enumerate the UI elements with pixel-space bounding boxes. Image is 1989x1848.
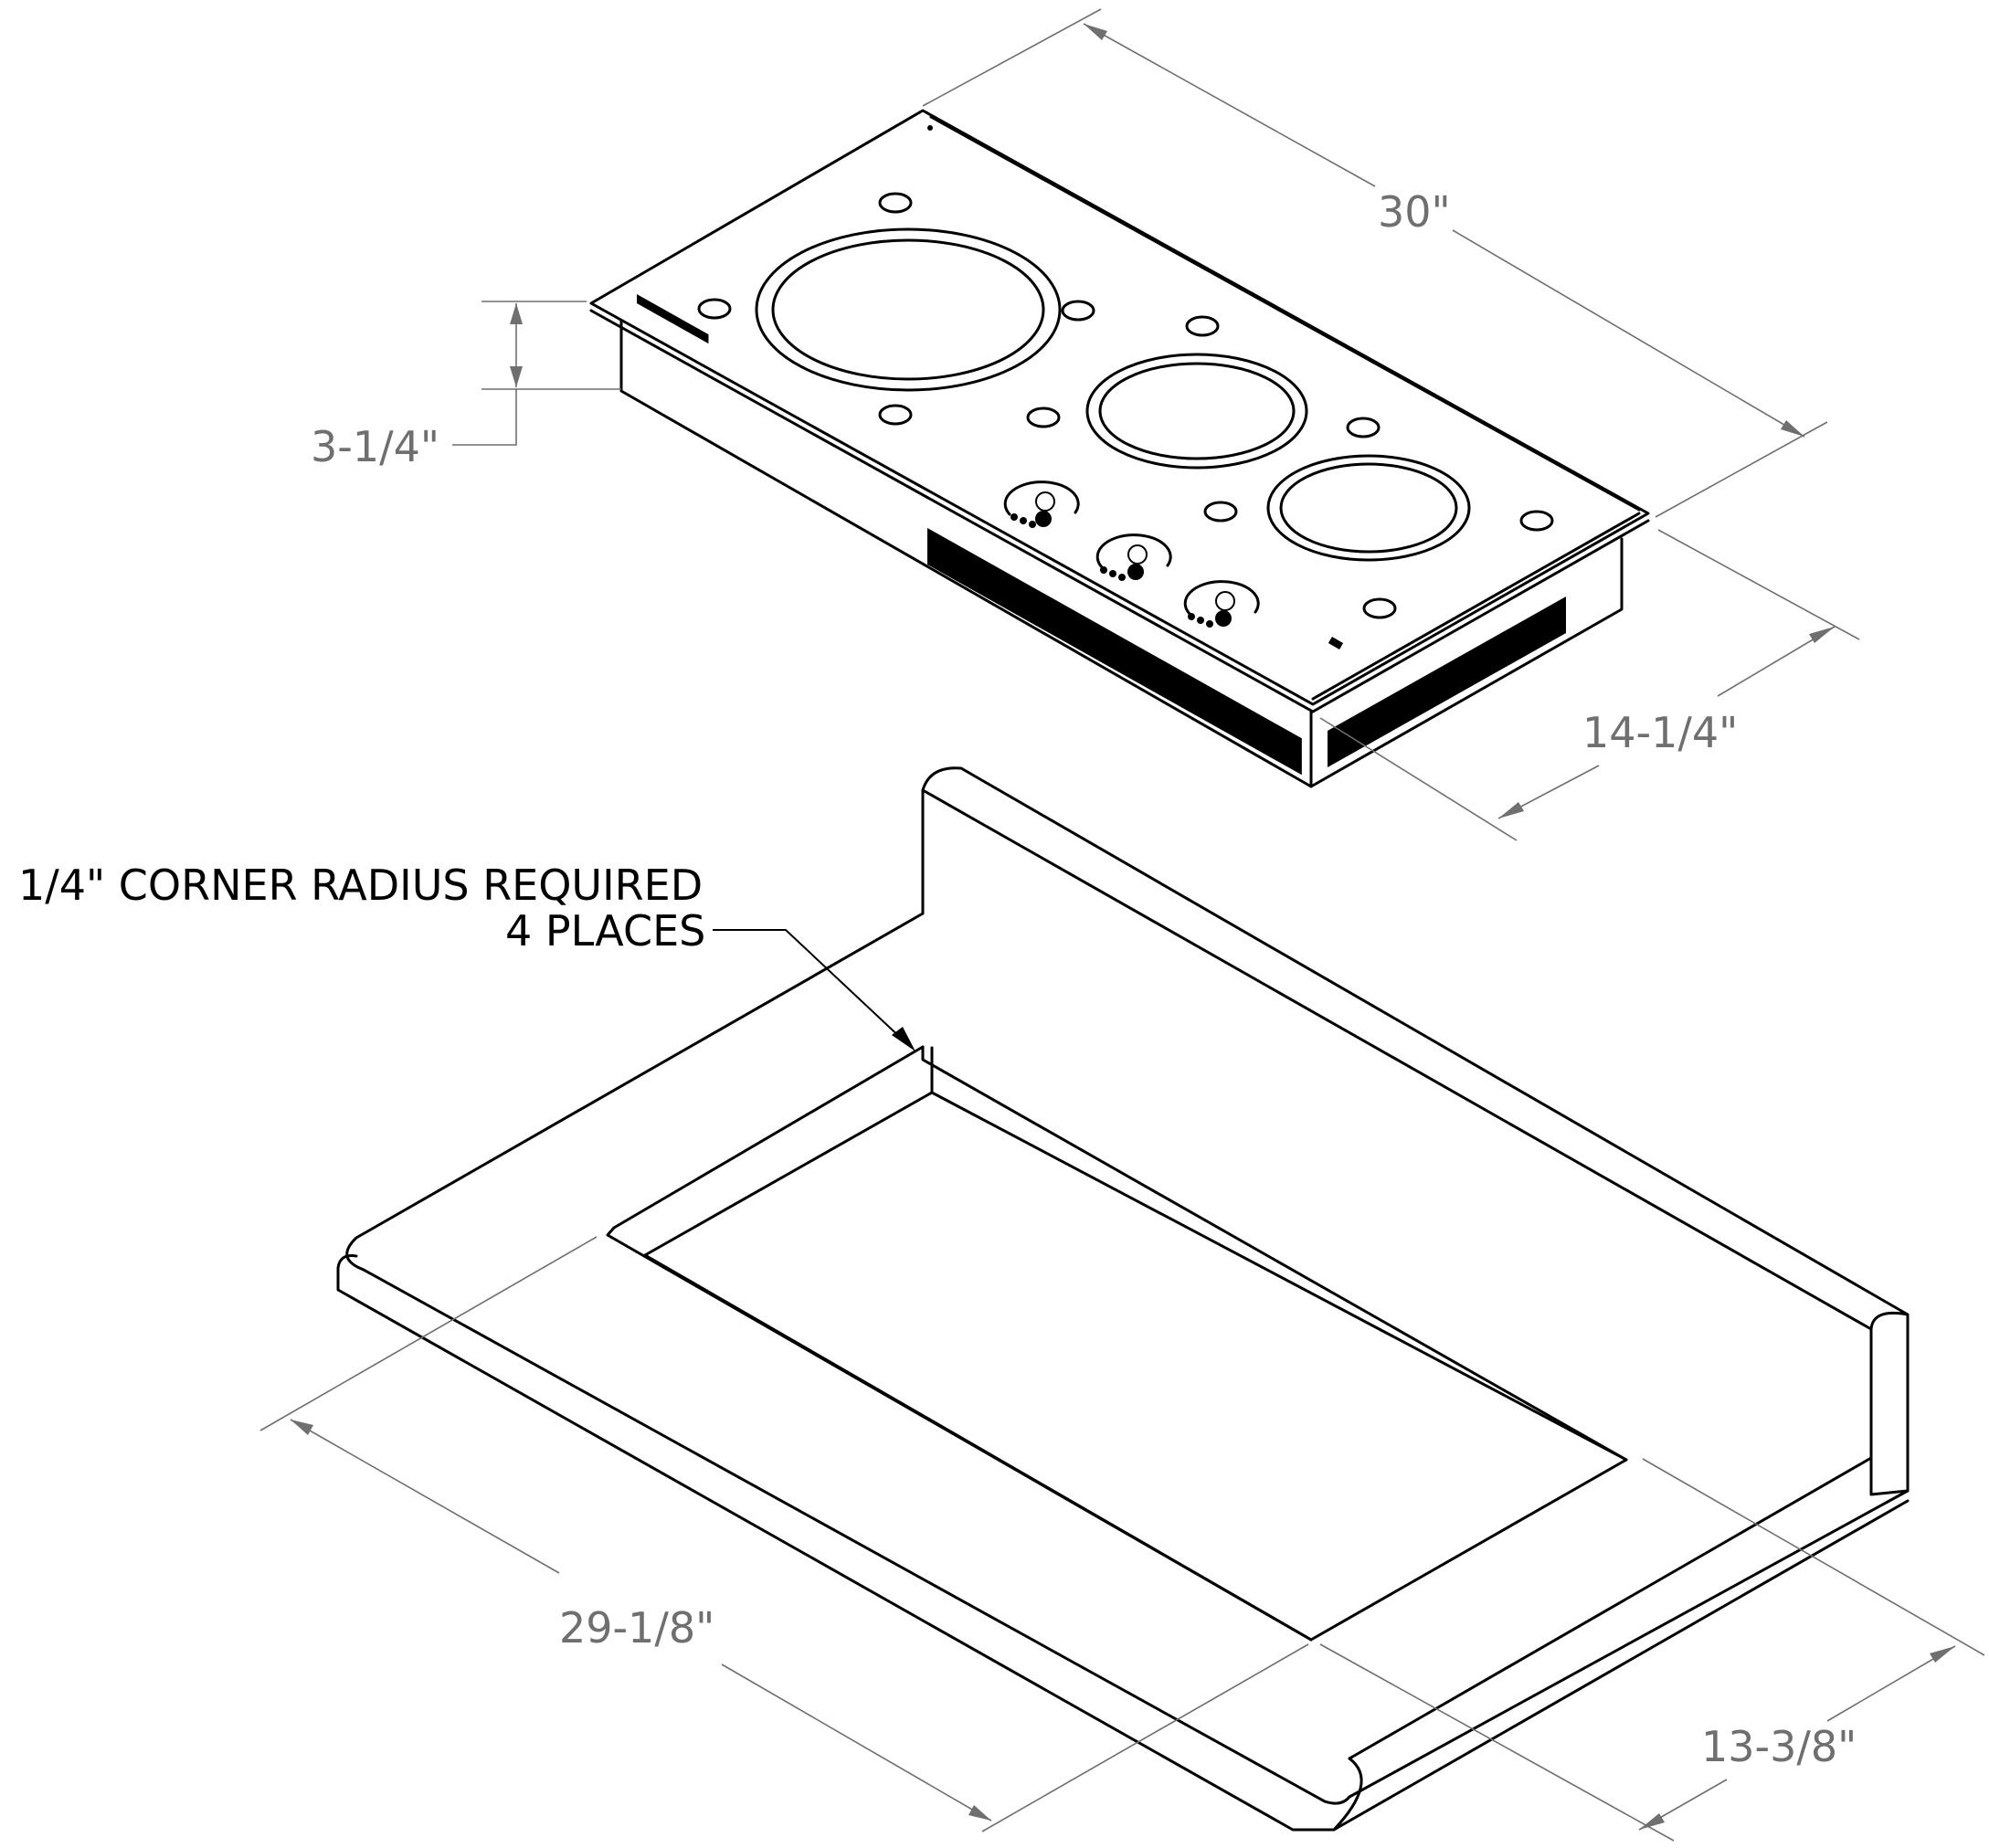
cooktop-glass-top [589, 109, 1650, 706]
dimension-13-3-8: 13-3/8" [1319, 1458, 1985, 1842]
burner-small [1266, 454, 1471, 562]
trivet-marks [697, 192, 1554, 619]
dimension-14-1-4: 14-1/4" [1319, 529, 1860, 841]
note-line-2: 4 PLACES [505, 906, 705, 956]
dim-label-13-3-8: 13-3/8" [1701, 1722, 1857, 1771]
note-arrowhead [892, 1027, 915, 1051]
dim-label-30: 30" [1378, 187, 1451, 237]
dimension-3-1-4: 3-1/4" [311, 301, 621, 471]
burner-medium [1085, 353, 1308, 470]
dim-label-14-1-4: 14-1/4" [1582, 708, 1738, 757]
backsplash [921, 766, 1910, 1496]
cooktop [589, 109, 1650, 788]
cooktop-body [619, 320, 1624, 788]
control-knob-3 [1183, 580, 1260, 628]
countertop [336, 766, 1910, 1832]
front-vent [927, 528, 1302, 776]
brand-logo [637, 294, 709, 344]
dimension-30: 30" [922, 8, 1828, 518]
counter-surface [345, 912, 1910, 1805]
note-leader [713, 929, 905, 1042]
side-vent [1328, 596, 1567, 767]
note-line-1: 1/4" CORNER RADIUS REQUIRED [18, 861, 703, 910]
dimension-29-1-8: 29-1/8" [259, 1236, 1309, 1832]
dim-label-29-1-8: 29-1/8" [559, 1603, 714, 1653]
burner-large [755, 227, 1062, 392]
cutout-opening [606, 1045, 1628, 1642]
dim-label-3-1-4: 3-1/4" [311, 422, 439, 471]
control-knob-1 [1003, 480, 1080, 528]
corner-radius-note: 1/4" CORNER RADIUS REQUIRED 4 PLACES [18, 861, 915, 1051]
control-knob-2 [1095, 533, 1172, 581]
